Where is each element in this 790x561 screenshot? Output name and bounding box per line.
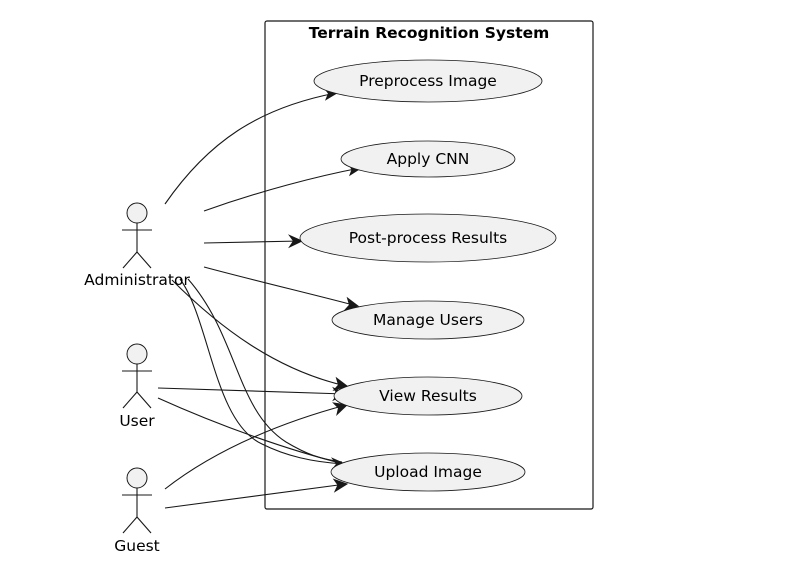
arrowhead-icon <box>332 376 349 392</box>
arrowhead-icon <box>332 478 349 493</box>
edge-admin-postprocess <box>203 240 302 244</box>
system-box <box>264 20 594 510</box>
actor-administrator: Administrator <box>84 202 190 289</box>
actor-label: Administrator <box>84 271 190 289</box>
actor-guest: Guest <box>114 467 160 555</box>
edge-guest-upload <box>164 483 347 509</box>
system-title: Terrain Recognition System <box>309 24 550 42</box>
use-case-label: Apply CNN <box>387 150 470 168</box>
system-boundary: Terrain Recognition System <box>264 20 594 510</box>
use-case-label: Manage Users <box>373 311 483 329</box>
use-case-ellipse <box>330 452 526 492</box>
edge-admin-preprocess <box>164 92 337 205</box>
use-case-cnn: Apply CNN <box>340 140 516 178</box>
edge-guest-view <box>164 404 347 490</box>
edge-user-view <box>157 387 346 395</box>
stick-figure-icon <box>122 343 152 409</box>
use-case-manage: Manage Users <box>331 300 525 340</box>
use-case-view: View Results <box>333 376 523 416</box>
edge-user-upload <box>157 397 345 465</box>
use-case-ellipse <box>333 376 523 416</box>
edge-admin-manage <box>203 266 358 307</box>
use-case-ellipse <box>299 213 557 263</box>
use-case-postprocess: Post-process Results <box>299 213 557 263</box>
use-case-preprocess: Preprocess Image <box>313 59 543 103</box>
stick-figure-icon <box>122 467 152 534</box>
arrowhead-icon <box>332 402 349 417</box>
stick-figure-icon <box>122 202 152 269</box>
use-case-label: Upload Image <box>374 463 482 481</box>
arrowhead-icon <box>288 234 304 249</box>
associations <box>157 86 363 509</box>
use-case-ellipse <box>340 140 516 178</box>
use-case-ellipse <box>331 300 525 340</box>
actor-label: User <box>119 412 155 430</box>
actor-user: User <box>119 343 155 430</box>
use-case-ellipse <box>313 59 543 103</box>
actor-label: Guest <box>114 537 160 555</box>
edge-admin-upload <box>179 278 345 465</box>
use-case-label: Preprocess Image <box>359 72 497 90</box>
use-case-upload: Upload Image <box>330 452 526 492</box>
use-case-label: Post-process Results <box>349 229 507 247</box>
use-case-label: View Results <box>379 387 477 405</box>
edge-admin-cnn <box>203 167 361 212</box>
